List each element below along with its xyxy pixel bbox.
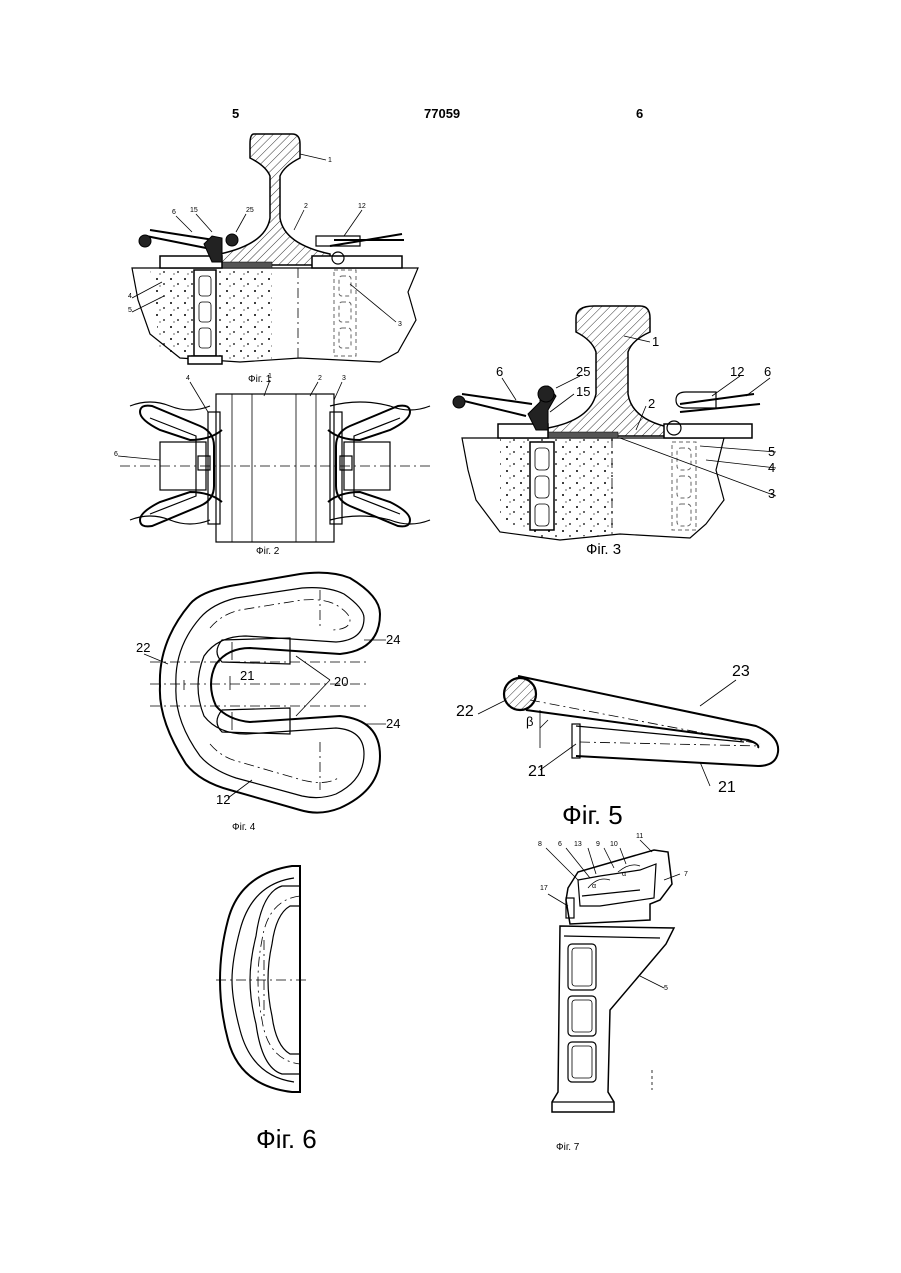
fig5-label-23: 23 xyxy=(732,663,750,680)
fig3-caption: Фіг. 3 xyxy=(586,541,621,558)
figure-7: α α 8 6 13 9 10 11 7 17 5 Фіг. 7 xyxy=(538,833,688,1153)
fig4-label-12: 12 xyxy=(216,792,230,807)
figure-6: Фіг. 6 xyxy=(216,866,317,1154)
fig7-label-6: 6 xyxy=(558,841,562,848)
fig7-label-11: 11 xyxy=(636,833,643,840)
fig2-label-6: 6 xyxy=(114,451,118,458)
fig3-label-25: 25 xyxy=(576,364,590,379)
fig3-label-12: 12 xyxy=(730,364,744,379)
fig3-label-5: 5 xyxy=(768,444,775,459)
figure-1: 1 2 3 4 5 6 12 15 25 Фіг. 1 xyxy=(128,134,418,385)
fig1-label-1: 1 xyxy=(328,157,332,164)
fig5-label-21a: 21 xyxy=(528,763,546,780)
fig7-caption: Фіг. 7 xyxy=(556,1142,580,1153)
fig7-label-5: 5 xyxy=(664,985,668,992)
fig2-label-1: 1 xyxy=(268,373,272,380)
fig1-label-15: 15 xyxy=(190,207,198,214)
fig3-label-6b: 6 xyxy=(764,364,771,379)
fig6-caption: Фіг. 6 xyxy=(256,1124,317,1154)
fig4-label-22: 22 xyxy=(136,640,150,655)
fig4-label-24a: 24 xyxy=(386,632,400,647)
fig5-caption: Фіг. 5 xyxy=(562,800,623,830)
fig1-label-4: 4 xyxy=(128,293,132,300)
fig7-label-10: 10 xyxy=(610,841,618,848)
fig7-angle-alpha-1: α xyxy=(592,883,596,890)
fig7-label-13: 13 xyxy=(574,841,582,848)
fig1-label-25: 25 xyxy=(246,207,254,214)
fig7-label-9: 9 xyxy=(596,841,600,848)
fig4-caption: Фіг. 4 xyxy=(232,822,256,833)
fig4-label-24b: 24 xyxy=(386,716,400,731)
fig7-label-17: 17 xyxy=(540,885,548,892)
fig5-label-22: 22 xyxy=(456,703,474,720)
fig1-label-12: 12 xyxy=(358,203,366,210)
fig3-label-6a: 6 xyxy=(496,364,503,379)
fig3-label-3: 3 xyxy=(768,486,775,501)
fig2-label-2: 2 xyxy=(318,375,322,382)
fig2-label-3: 3 xyxy=(342,375,346,382)
fig5-label-21b: 21 xyxy=(718,779,736,796)
fig1-label-2: 2 xyxy=(304,203,308,210)
fig1-label-6: 6 xyxy=(172,209,176,216)
fig3-label-2: 2 xyxy=(648,396,655,411)
fig3-label-4: 4 xyxy=(768,460,775,475)
fig7-angle-alpha-2: α xyxy=(622,871,626,878)
fig7-label-7: 7 xyxy=(684,871,688,878)
fig2-caption: Фіг. 2 xyxy=(256,546,280,557)
fig1-label-3: 3 xyxy=(398,321,402,328)
fig3-label-1: 1 xyxy=(652,334,659,349)
figure-5: β 22 23 21 21 Фіг. 5 xyxy=(456,663,778,830)
figure-3: 1 2 3 4 5 6 6 12 15 25 Фіг. 3 xyxy=(453,306,776,558)
fig7-label-8: 8 xyxy=(538,841,542,848)
fig4-label-20: 20 xyxy=(334,674,348,689)
fig2-label-4: 4 xyxy=(186,375,190,382)
fig4-label-21: 21 xyxy=(240,668,254,683)
figure-2: 6 4 1 2 3 Фіг. 2 xyxy=(114,373,430,557)
figure-4: 20 21 22 24 24 12 Фіг. 4 xyxy=(136,573,400,833)
fig1-label-5: 5 xyxy=(128,307,132,314)
fig5-angle-beta: β xyxy=(526,714,533,729)
fig3-label-15: 15 xyxy=(576,384,590,399)
